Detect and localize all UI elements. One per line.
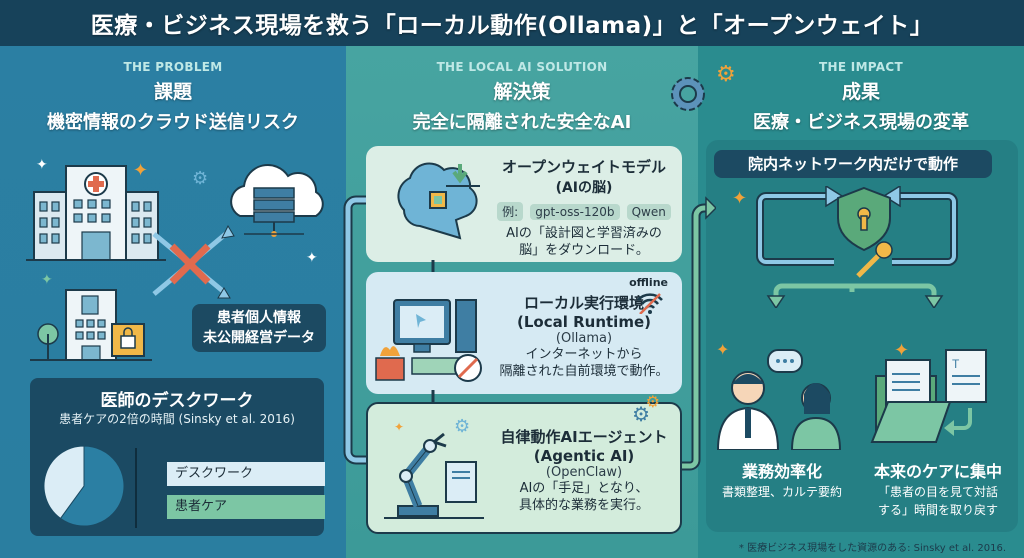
card1-desc-1: AIの「設計図と学習済みの bbox=[506, 226, 662, 241]
card2-subtitle: (Ollama) bbox=[555, 331, 613, 346]
sparkle-icon: ✦ bbox=[716, 340, 730, 359]
impact-eyebrow: THE IMPACT bbox=[819, 60, 903, 74]
offline-badge: offline bbox=[629, 276, 668, 289]
legend-desk-work: デスクワーク bbox=[167, 462, 325, 486]
computer-offline-icon bbox=[375, 299, 482, 382]
card2-desc-1: インターネットから bbox=[525, 347, 643, 362]
brain-chip-icon bbox=[397, 162, 480, 240]
card2-title: ローカル実行環境 bbox=[523, 294, 644, 312]
problem-subtitle: 機密情報のクラウド送信リスク bbox=[47, 112, 299, 133]
gear-icon: ⚙ bbox=[454, 416, 471, 437]
doctor-patient-icon bbox=[716, 349, 842, 450]
solution-heading: THE LOCAL AI SOLUTION 解決策 完全に隔離された安全なAI bbox=[346, 60, 698, 134]
care-focus-desc-1: 「患者の目を見て対話 bbox=[877, 485, 998, 499]
gear-icon: ⚙ bbox=[645, 392, 660, 411]
card3-desc-1: AIの「手足」となり、 bbox=[519, 481, 649, 496]
sparkle-icon: ✦ bbox=[894, 340, 910, 361]
gear-icon: ⚙ bbox=[716, 62, 736, 87]
card2-text: ローカル実行環境 (Local Runtime) (Ollama) インターネッ… bbox=[486, 292, 682, 380]
card3-title: 自律動作AIエージェント bbox=[500, 428, 668, 446]
model-examples: 例: gpt-oss-120b Qwen bbox=[486, 201, 682, 221]
impact-efficiency: 業務効率化 書類整理、カルテ要約 bbox=[706, 458, 858, 500]
secure-loop-icon bbox=[756, 186, 958, 308]
card1-desc-2: 脳」をダウンロード。 bbox=[519, 243, 649, 258]
sparkle-icon: ✦ bbox=[394, 420, 405, 434]
sensitive-data-tag: 患者個人情報 未公開経営データ bbox=[192, 304, 326, 352]
card2-desc-2: 隔離された自前環境で動作。 bbox=[499, 364, 669, 379]
impact-subtitle: 医療・ビジネス現場の変革 bbox=[753, 112, 969, 133]
chip-qwen: Qwen bbox=[626, 204, 671, 220]
card2-subtitle-en: (Local Runtime) bbox=[517, 313, 651, 331]
care-focus-desc-2: する」時間を取り戻す bbox=[877, 503, 998, 517]
sparkle-icon: ✦ bbox=[41, 272, 53, 288]
legend-divider bbox=[135, 448, 137, 528]
impact-heading: THE IMPACT 成果 医療・ビジネス現場の変革 bbox=[698, 60, 1024, 134]
sparkle-icon: ✦ bbox=[306, 250, 318, 266]
card3-subtitle-en: (Agentic AI) bbox=[533, 447, 635, 465]
chip-gpt-oss: gpt-oss-120b bbox=[530, 204, 620, 220]
pie-slice-patient-care bbox=[59, 445, 125, 527]
chart-title: 医師のデスクワーク bbox=[100, 391, 254, 411]
gear-icon bbox=[671, 77, 705, 111]
pie-slice-desk-work bbox=[43, 445, 85, 520]
card3-desc-2: 具体的な業務を実行。 bbox=[518, 498, 649, 513]
office-building-icon bbox=[30, 289, 152, 361]
problem-eyebrow: THE PROBLEM bbox=[123, 60, 223, 74]
header: 医療・ビジネス現場を救う「ローカル動作(Ollama)」と「オープンウェイト」 bbox=[0, 0, 1024, 46]
blocked-transfer-icon bbox=[152, 224, 235, 299]
solution-eyebrow: THE LOCAL AI SOLUTION bbox=[436, 60, 608, 74]
network-only-tag: 院内ネットワーク内だけで動作 bbox=[714, 150, 992, 178]
problem-title: 課題 bbox=[153, 81, 192, 103]
solution-title: 解決策 bbox=[493, 81, 551, 103]
solution-subtitle: 完全に隔離された安全なAI bbox=[412, 112, 632, 133]
sparkle-icon: ✦ bbox=[133, 160, 149, 181]
gear-icon: ⚙ bbox=[632, 402, 650, 426]
agentic-ai-card: ⚙ ✦ ⚙ ⚙ 自律動作AIエージェント (Agentic AI) (OpenC… bbox=[366, 392, 682, 534]
pie-chart bbox=[43, 445, 125, 527]
hospital-icon bbox=[26, 165, 166, 261]
care-focus-title: 本来のケアに集中 bbox=[873, 462, 1002, 481]
cloud-server-icon bbox=[230, 163, 324, 237]
sparkle-icon: ✦ bbox=[36, 157, 48, 173]
sensitive-data-line-1: 患者個人情報 bbox=[217, 310, 301, 326]
efficiency-desc: 書類整理、カルテ要約 bbox=[721, 485, 842, 499]
robot-arm-icon bbox=[384, 432, 484, 519]
problem-heading: THE PROBLEM 課題 機密情報のクラウド送信リスク bbox=[0, 60, 346, 134]
impact-title: 成果 bbox=[841, 81, 880, 103]
card1-title: オープンウェイトモデル bbox=[501, 158, 667, 176]
chart-subtitle: 患者ケアの2倍の時間 (Sinsky et al. 2016) bbox=[59, 412, 295, 426]
chip-example-label: 例: bbox=[497, 202, 524, 221]
output-arrow-icon bbox=[682, 196, 716, 471]
sensitive-data-line-2: 未公開経営データ bbox=[203, 330, 315, 346]
impact-care-focus: 本来のケアに集中 「患者の目を見て対話 する」時間を取り戻す bbox=[858, 458, 1018, 518]
open-weight-model-card: オープンウェイトモデル (AIの脳) 例: gpt-oss-120b Qwen … bbox=[366, 146, 682, 262]
local-runtime-card: ローカル実行環境 (Local Runtime) (Ollama) インターネッ… bbox=[366, 272, 682, 394]
efficiency-title: 業務効率化 bbox=[741, 462, 822, 481]
page-title: 医療・ビジネス現場を救う「ローカル動作(Ollama)」と「オープンウェイト」 bbox=[90, 13, 934, 39]
footnote: * 医療ビジネス現場をした資源のある: Sinsky et al. 2016. bbox=[738, 543, 1006, 554]
desk-work-chart: 医師のデスクワーク 患者ケアの2倍の時間 (Sinsky et al. 2016… bbox=[30, 378, 325, 536]
card1-text: オープンウェイトモデル (AIの脳) 例: gpt-oss-120b Qwen … bbox=[486, 156, 682, 259]
documents-folder-icon: T bbox=[870, 349, 987, 443]
card1-subtitle: (AIの脳) bbox=[555, 180, 613, 196]
gear-icon: ⚙ bbox=[192, 168, 209, 189]
legend-patient-care: 患者ケア bbox=[167, 495, 325, 519]
card3-text: 自律動作AIエージェント (Agentic AI) (OpenClaw) AIの… bbox=[486, 426, 682, 514]
wifi-off-icon bbox=[637, 293, 663, 314]
sparkle-icon: ✦ bbox=[732, 188, 748, 209]
card3-subtitle: (OpenClaw) bbox=[545, 465, 623, 480]
svg-text:T: T bbox=[952, 357, 960, 371]
